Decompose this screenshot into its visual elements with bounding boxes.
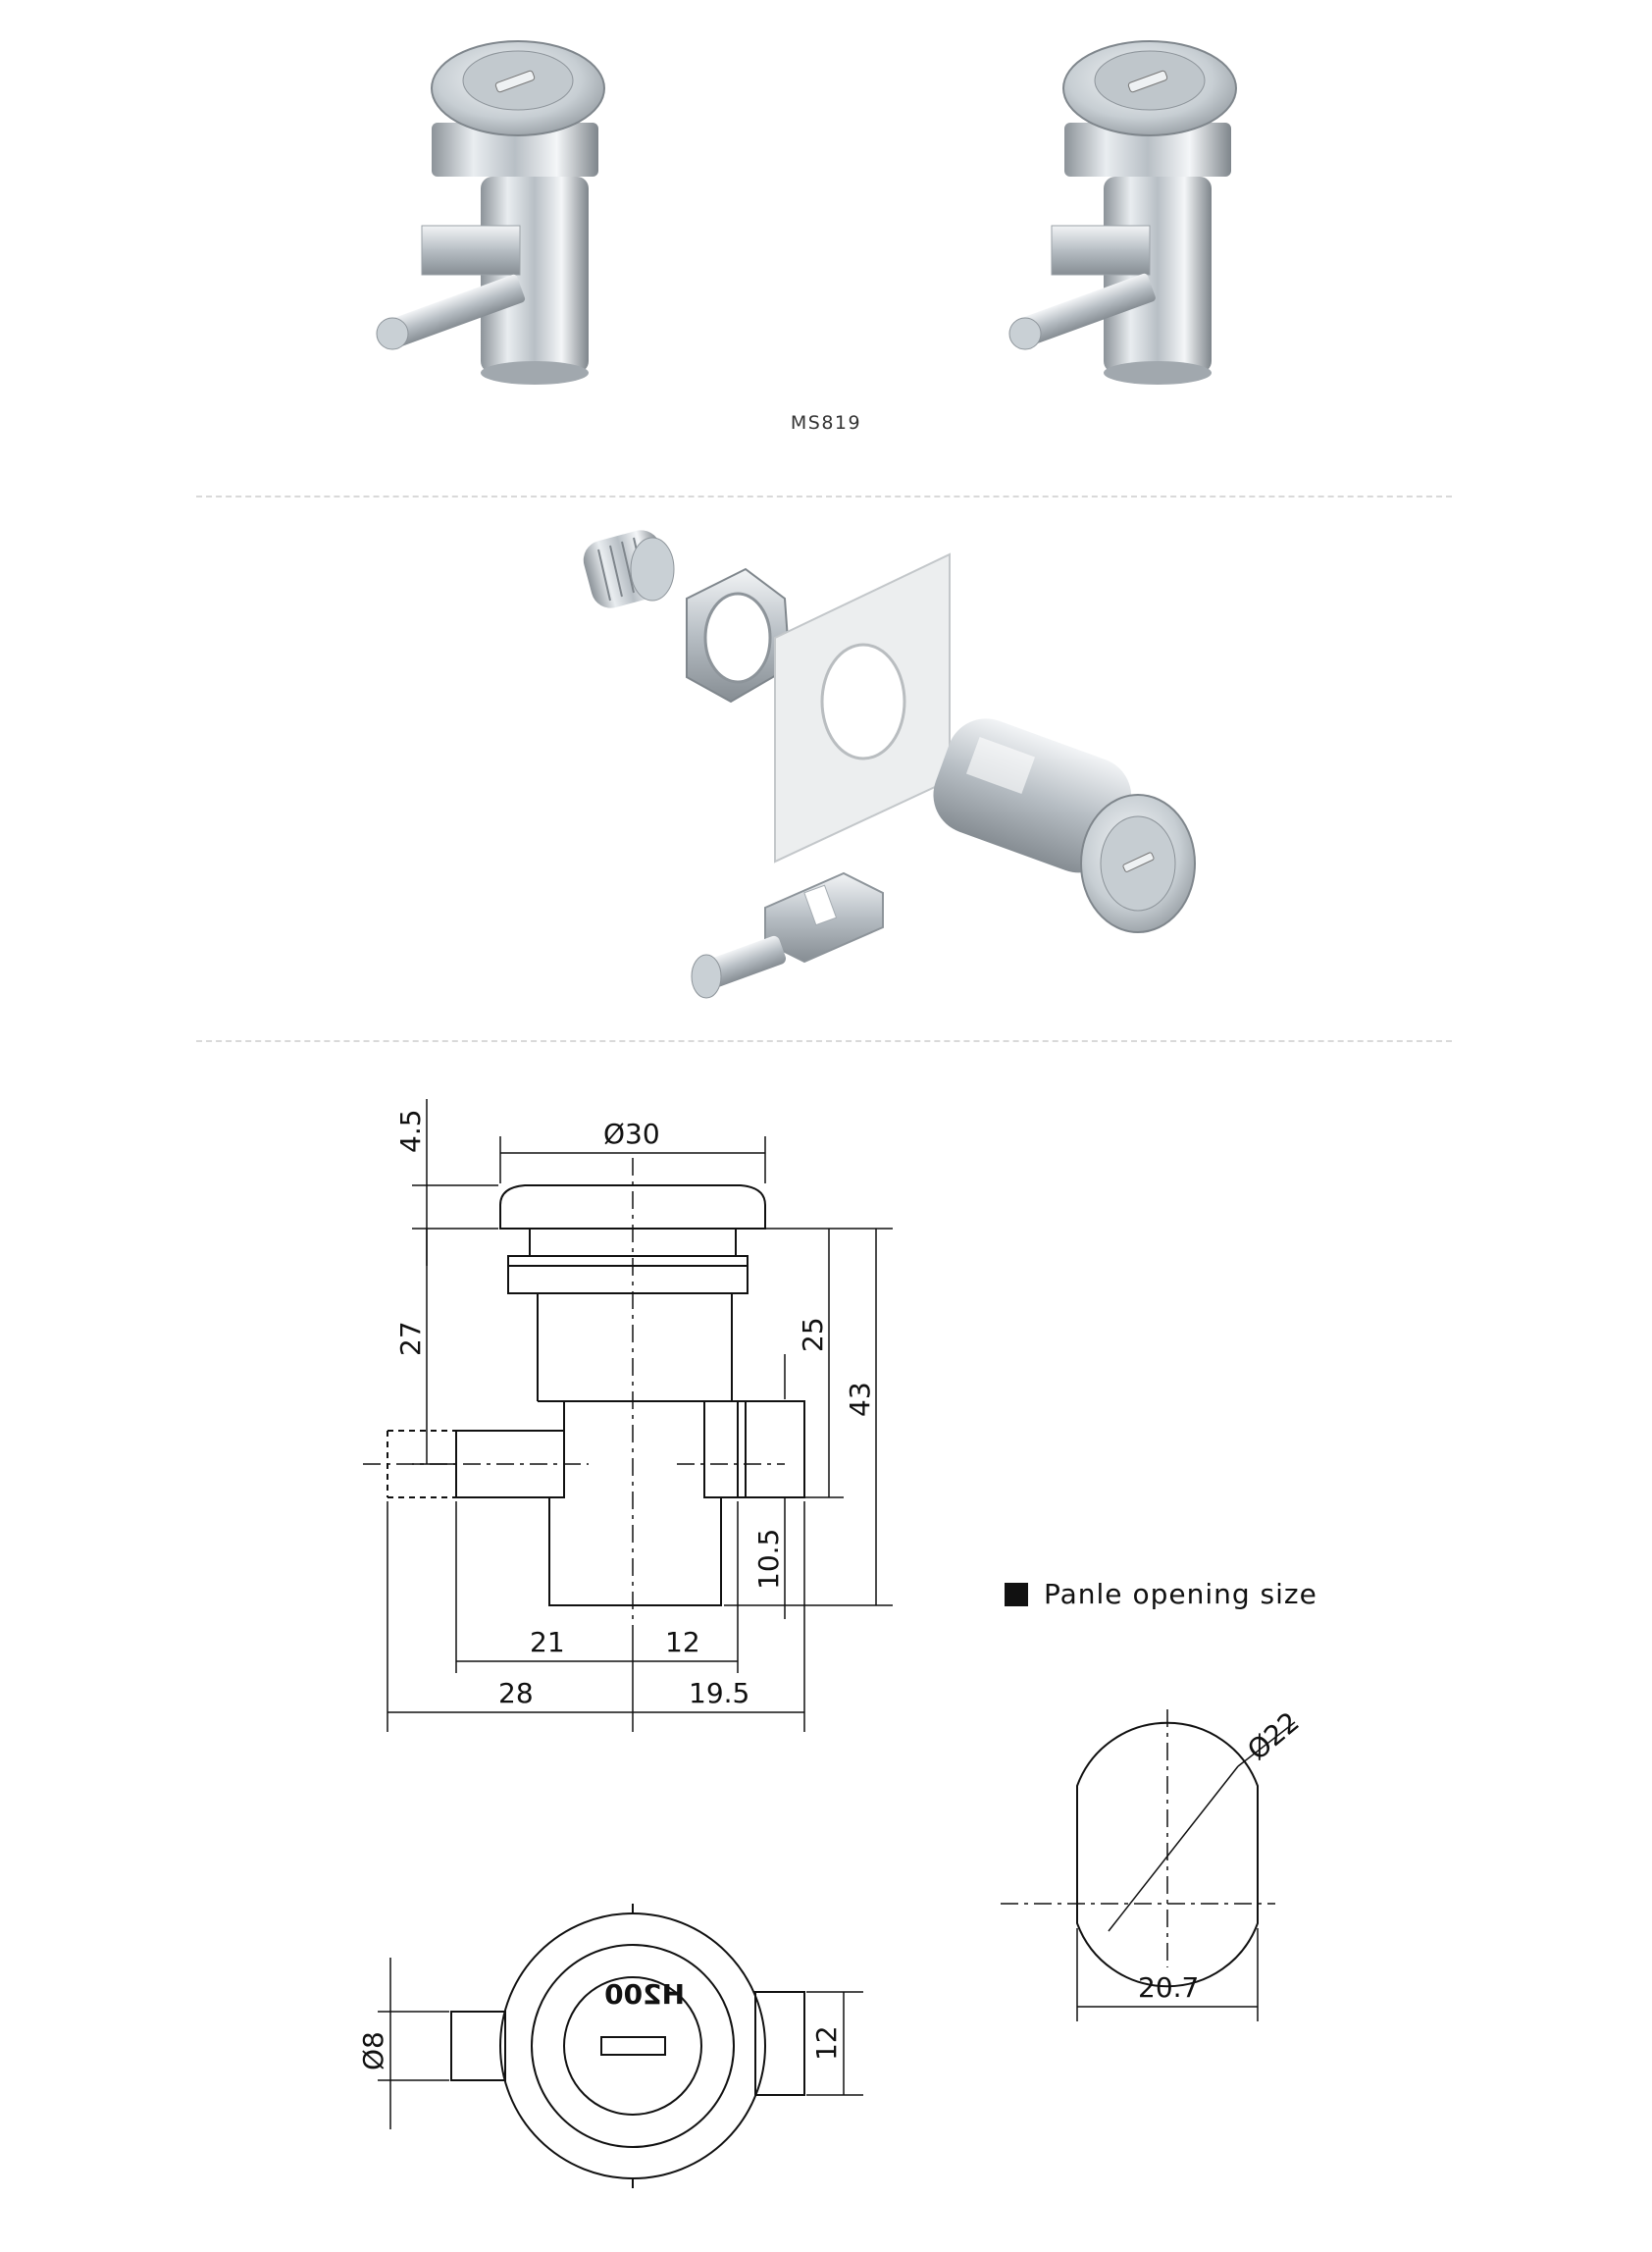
key-code: H200	[604, 1978, 685, 2011]
panel-opening-drawing	[1001, 1709, 1296, 2021]
legend-label: Panle opening size	[1044, 1578, 1317, 1610]
dim-w-right-total: 19.5	[689, 1677, 749, 1709]
panel-opening-legend: Panle opening size	[1005, 1578, 1317, 1610]
legend-square-icon	[1005, 1582, 1028, 1606]
cam-pin	[691, 871, 884, 999]
dim-w-left-total: 28	[498, 1677, 534, 1709]
section-divider	[196, 1040, 1452, 1042]
dim-opening-diameter: Ø22	[1241, 1705, 1305, 1766]
dim-h-body: 27	[394, 1321, 427, 1356]
exploded-view-illustration	[583, 530, 1196, 999]
lock-body	[933, 718, 1196, 933]
lock-product-photo	[1008, 40, 1237, 385]
dim-w-block: 12	[810, 2025, 843, 2061]
dim-w-left: 21	[530, 1626, 565, 1658]
dimension-lines	[387, 1099, 893, 1732]
dim-h-head: 4.5	[394, 1109, 427, 1153]
product-caption: MS819	[790, 412, 862, 434]
hex-nut	[686, 567, 792, 704]
top-view-drawing	[378, 1904, 863, 2188]
dim-d-head: Ø30	[603, 1118, 660, 1150]
dim-opening-flat: 20.7	[1138, 1971, 1199, 2004]
section-divider	[196, 496, 1452, 498]
dim-h-pin: 10.5	[752, 1529, 785, 1590]
mounting-panel	[774, 552, 951, 864]
lock-product-photo	[376, 40, 605, 385]
dim-w-right: 12	[665, 1626, 700, 1658]
dim-h-thread: 25	[797, 1317, 829, 1352]
dim-h-total: 43	[844, 1382, 876, 1417]
dim-d-pin: Ø8	[357, 2031, 389, 2070]
technical-drawing	[363, 1158, 805, 1629]
threaded-plug	[583, 530, 675, 608]
